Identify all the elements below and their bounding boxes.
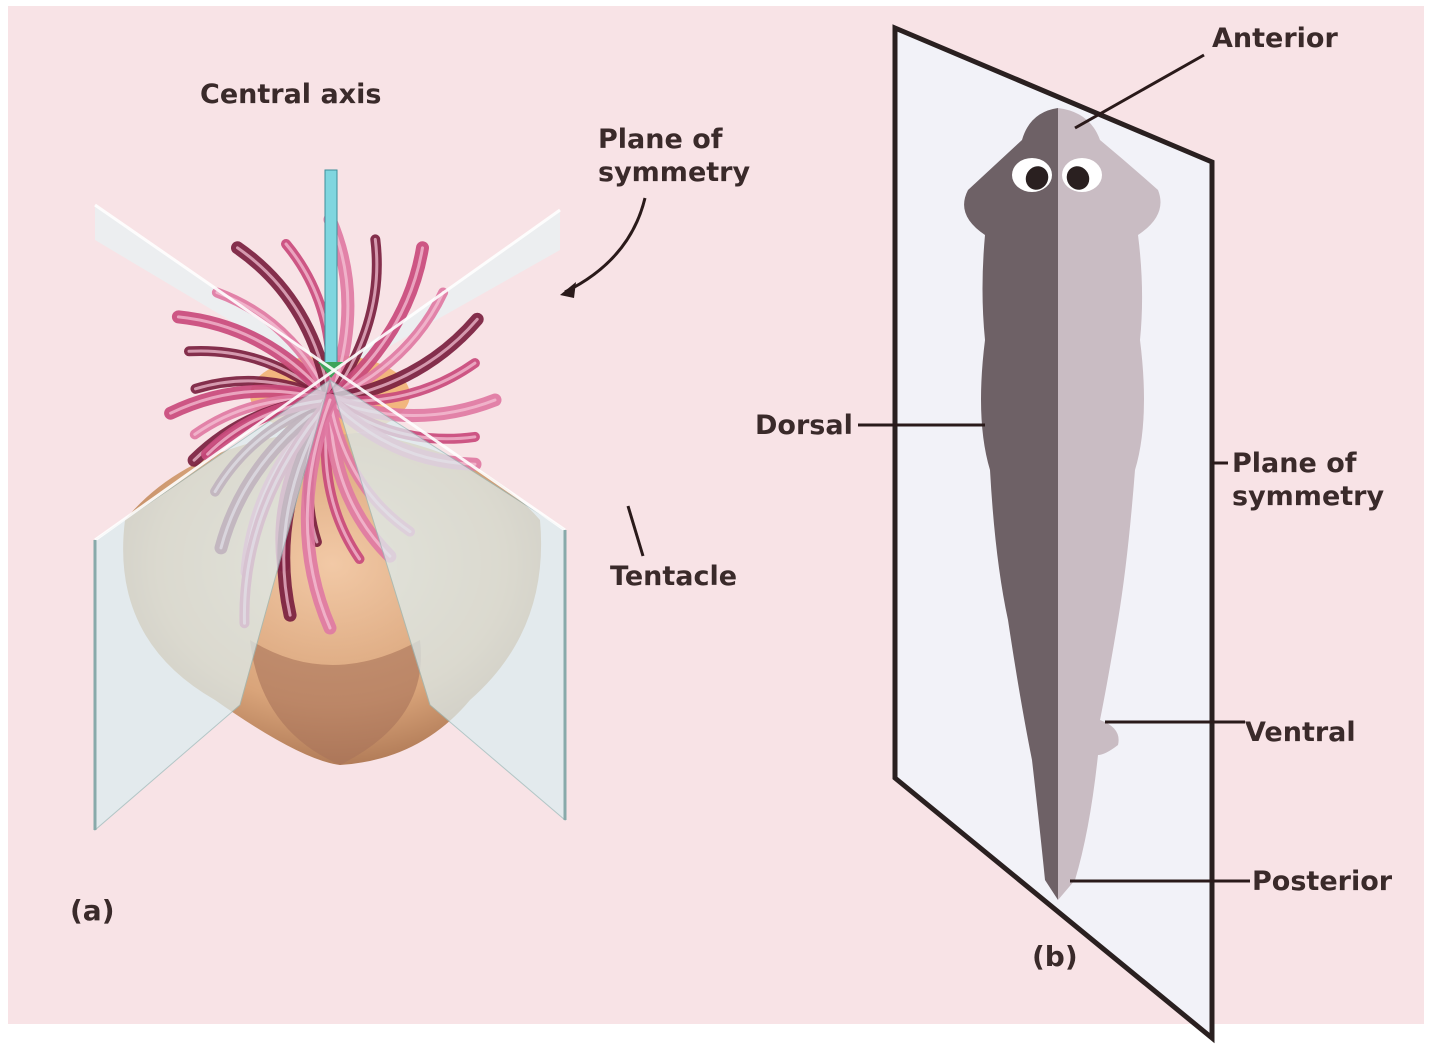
ventral-label: Ventral: [1245, 716, 1356, 749]
panel-a-tag: (a): [70, 894, 115, 927]
central-axis-label: Central axis: [200, 78, 381, 111]
tentacle-label: Tentacle: [610, 560, 737, 593]
anterior-label: Anterior: [1212, 22, 1338, 55]
dorsal-label: Dorsal: [755, 409, 853, 442]
plane-of-symmetry-label-b: Plane of symmetry: [1232, 447, 1397, 513]
central-axis-rod: [325, 170, 337, 365]
panel-b-tag: (b): [1032, 940, 1078, 973]
plane-of-symmetry-label-a: Plane of symmetry: [598, 123, 763, 189]
posterior-label: Posterior: [1252, 865, 1392, 898]
